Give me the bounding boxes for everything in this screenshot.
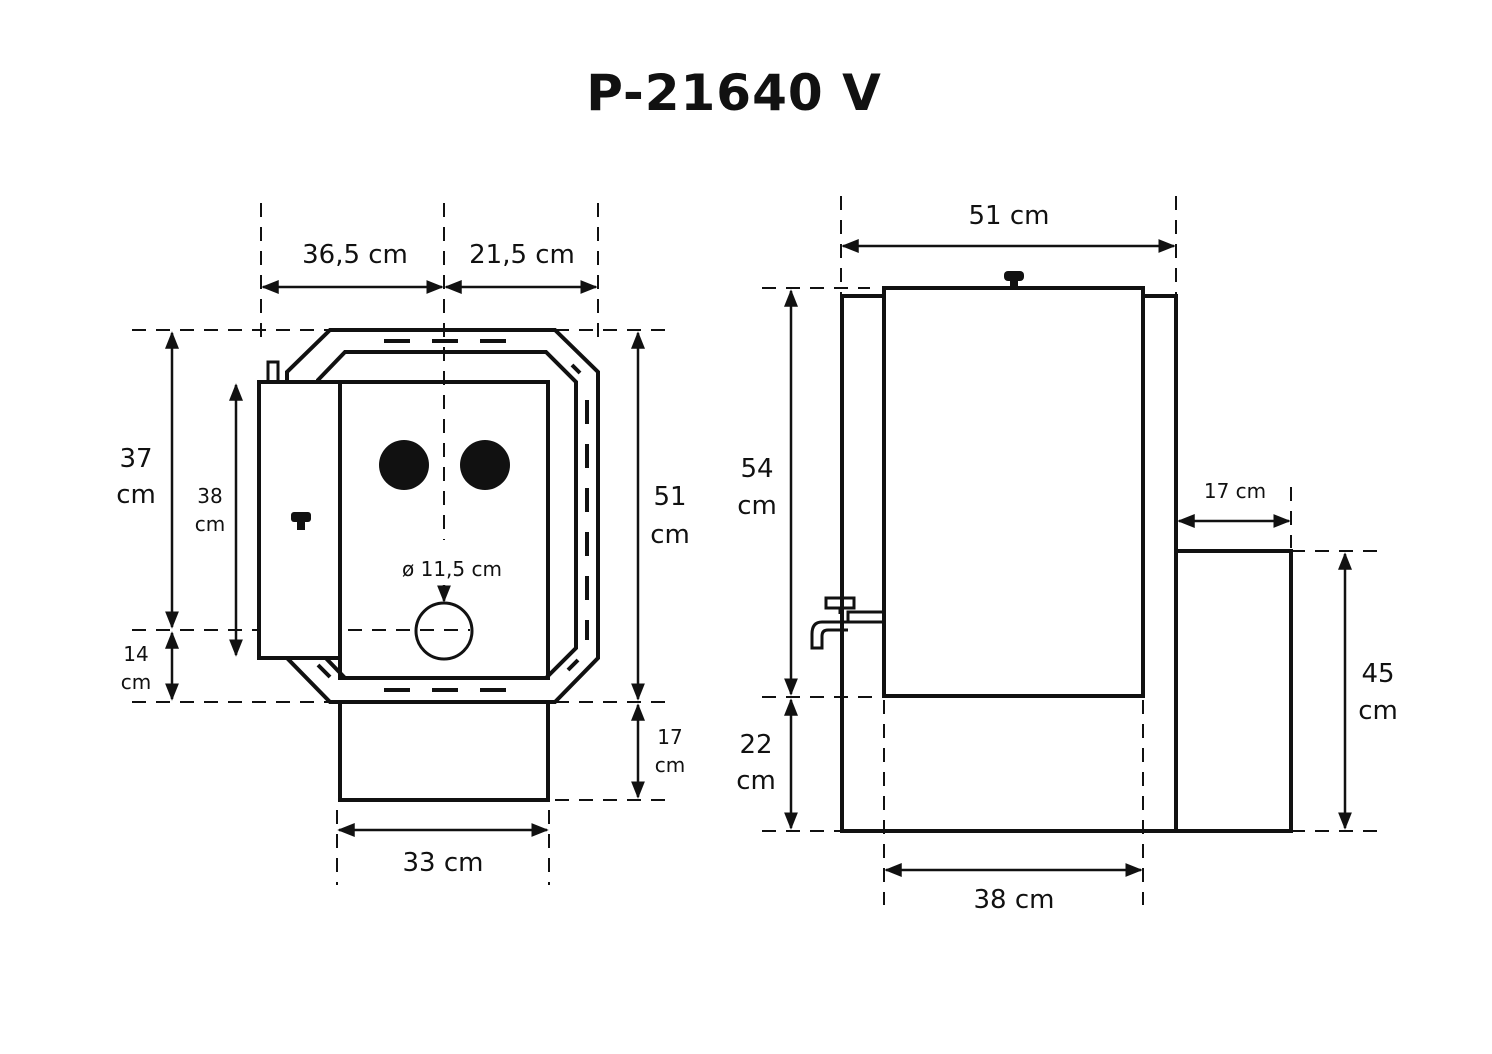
dim-side-leg-height-unit: cm <box>736 766 776 796</box>
flue-opening <box>414 601 474 661</box>
dim-base-height-unit: cm <box>121 670 151 694</box>
front-view: 36,5 cm 21,5 cm <box>116 203 690 885</box>
stove-base <box>338 700 550 802</box>
drawing-title: P-21640 V <box>586 64 882 122</box>
dim-leg-width: 33 cm <box>403 848 484 878</box>
dim-width-right: 21,5 cm <box>469 240 575 270</box>
dim-flue-diameter: ø 11,5 cm <box>402 557 502 581</box>
faucet-icon <box>810 596 884 650</box>
dim-door-height-num: 38 <box>197 484 222 508</box>
dim-side-leg-height-num: 22 <box>739 730 772 760</box>
dim-box-height-unit: cm <box>1358 696 1398 726</box>
dim-leg-height-unit: cm <box>655 753 685 777</box>
hole-left-icon <box>379 440 429 490</box>
dim-tank-height-num: 54 <box>740 454 773 484</box>
dim-leg-height-num: 17 <box>657 725 682 749</box>
dim-tank-width: 38 cm <box>974 885 1055 915</box>
dim-width-left: 36,5 cm <box>302 240 408 270</box>
dim-tank-height-unit: cm <box>737 491 777 521</box>
dim-box-width: 17 cm <box>1204 479 1266 503</box>
tank-cap-icon <box>291 512 311 530</box>
tank-vent-pipe <box>266 360 280 384</box>
dim-total-height-unit: cm <box>650 520 690 550</box>
dim-base-height-num: 14 <box>123 642 148 666</box>
dim-side-width: 51 cm <box>969 201 1050 231</box>
dim-body-height-unit: cm <box>116 480 156 510</box>
side-box <box>1174 549 1293 833</box>
vent-slots <box>316 339 589 692</box>
dim-door-height-unit: cm <box>195 512 225 536</box>
dim-body-height-num: 37 <box>119 444 152 474</box>
hole-right-icon <box>460 440 510 490</box>
side-tank-cap-icon <box>1004 271 1024 288</box>
dim-box-height-num: 45 <box>1361 659 1394 689</box>
dim-total-height-num: 51 <box>653 482 686 512</box>
side-tank-body <box>882 286 1145 698</box>
side-view: 51 cm 54 cm 22 cm 38 c <box>736 196 1398 915</box>
